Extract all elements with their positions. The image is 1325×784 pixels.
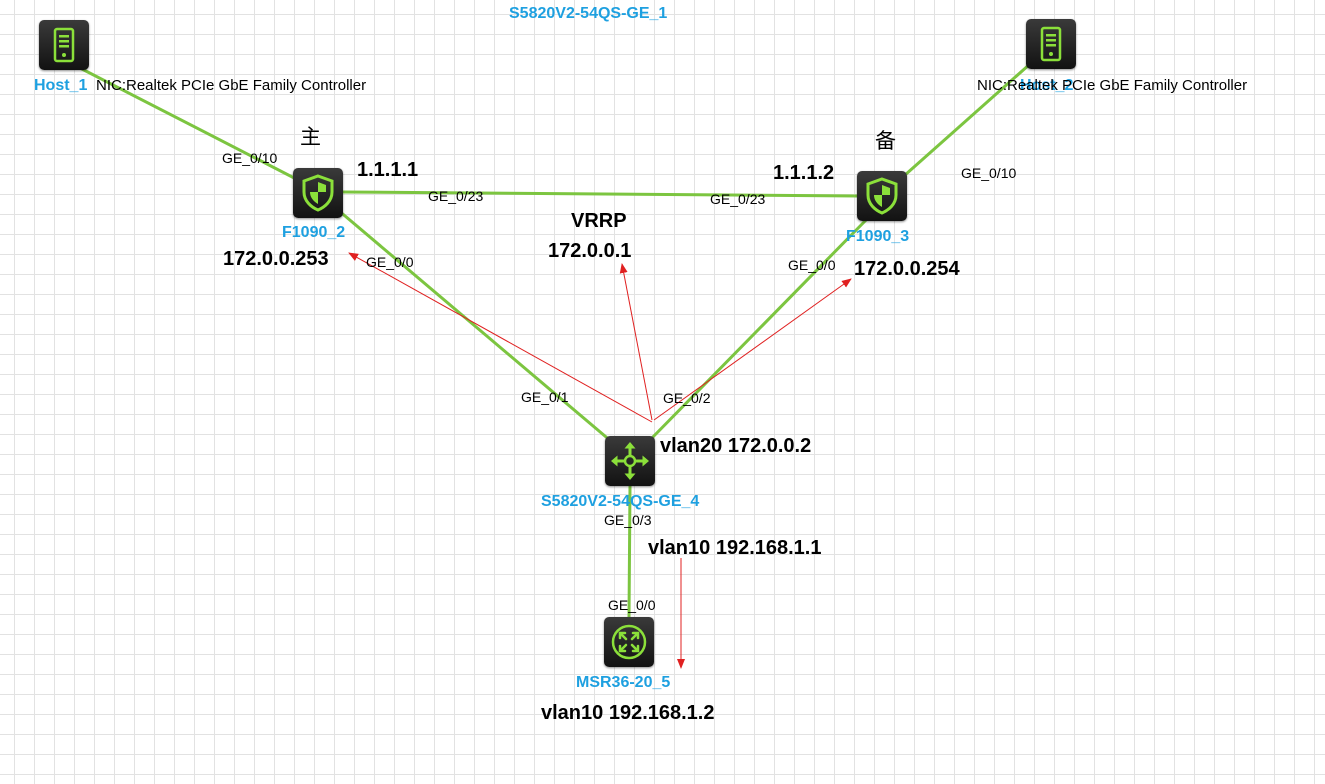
- vrrp-title: VRRP: [571, 210, 627, 232]
- link-fw2-switch[interactable]: [336, 208, 614, 444]
- host-2-nic-label: NIC:Realtek PCIe GbE Family Controller: [977, 77, 1248, 94]
- vrrp-virtual-ip: 172.0.0.1: [548, 240, 632, 262]
- port-label-sw-ge01: GE_0/1: [521, 389, 569, 405]
- server-icon: [1040, 26, 1062, 62]
- link-host1-fw2[interactable]: [78, 66, 302, 183]
- backup-lan-ip: 172.0.0.254: [854, 258, 960, 280]
- router-vlan10-ip: vlan10 192.168.1.2: [541, 702, 715, 724]
- port-label-fw3-ge023: GE_0/23: [710, 191, 766, 207]
- link-fw2-fw3[interactable]: [340, 190, 860, 198]
- link-switch-router[interactable]: [627, 484, 632, 620]
- arrow-to-master: [348, 252, 653, 423]
- port-label-fw2-ge010: GE_0/10: [222, 150, 278, 166]
- switch-vlan20-ip: vlan20 172.0.0.2: [660, 435, 812, 457]
- link-fw3-switch[interactable]: [646, 216, 870, 444]
- switch-vlan10-ip: vlan10 192.168.1.1: [648, 537, 822, 559]
- backup-link-ip: 1.1.1.2: [773, 162, 835, 184]
- switch-arrows-icon: [611, 442, 649, 480]
- router-icon: [611, 624, 647, 660]
- host-2-label: Host_2: [1020, 77, 1074, 94]
- core-switch-label: S5820V2-54QS-GE_4: [541, 493, 700, 510]
- port-label-sw-ge03: GE_0/3: [604, 512, 652, 528]
- arrow-to-vrrp: [619, 263, 653, 421]
- master-lan-ip: 172.0.0.253: [223, 248, 329, 270]
- firewall-shield-icon: [302, 174, 334, 212]
- firewall-shield-icon: [866, 177, 898, 215]
- port-label-sw-ge02: GE_0/2: [663, 390, 711, 406]
- firewall-master-device[interactable]: [293, 168, 343, 218]
- router-label: MSR36-20_5: [576, 674, 671, 691]
- core-switch-device[interactable]: [605, 436, 655, 486]
- backup-role-label: 备: [875, 129, 896, 153]
- firewall-master-label: F1090_2: [282, 224, 346, 241]
- switch-1-label: S5820V2-54QS-GE_1: [509, 5, 668, 22]
- host-2-device[interactable]: [1026, 19, 1076, 69]
- router-device[interactable]: [604, 617, 654, 667]
- port-label-fw3-ge00: GE_0/0: [788, 257, 836, 273]
- port-label-rt-ge00: GE_0/0: [608, 597, 656, 613]
- master-link-ip: 1.1.1.1: [357, 159, 419, 181]
- firewall-backup-label: F1090_3: [846, 228, 910, 245]
- host-1-device[interactable]: [39, 20, 89, 70]
- master-role-label: 主: [300, 125, 321, 149]
- port-label-fw3-ge010: GE_0/10: [961, 165, 1017, 181]
- link-host2-fw3[interactable]: [903, 62, 1032, 177]
- arrow-to-backup: [653, 278, 852, 421]
- firewall-backup-device[interactable]: [857, 171, 907, 221]
- port-label-fw2-ge00: GE_0/0: [366, 254, 414, 270]
- server-icon: [53, 27, 75, 63]
- host-1-label: Host_1: [34, 77, 88, 94]
- port-label-fw2-ge023: GE_0/23: [428, 188, 484, 204]
- host-1-nic-label: NIC:Realtek PCIe GbE Family Controller: [96, 77, 367, 94]
